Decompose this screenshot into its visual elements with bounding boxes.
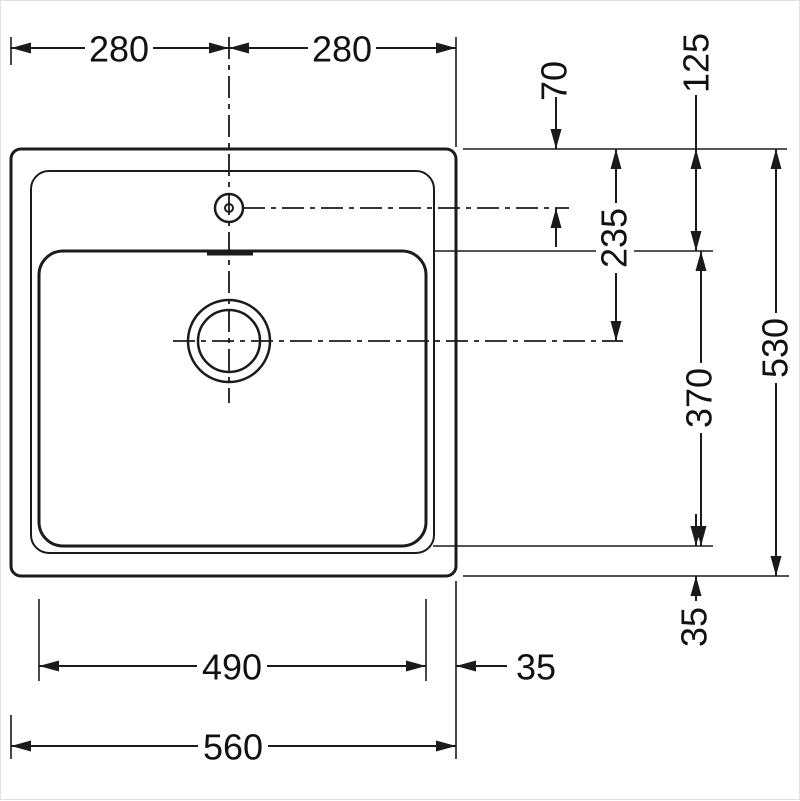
arrow-280r-left: [229, 42, 249, 54]
sink-body: [9, 147, 458, 578]
label-backgrounds: [85, 29, 795, 767]
arrow-530-bottom: [770, 556, 782, 576]
arrow-235-bottom: [610, 321, 622, 341]
dim-label-70: 70: [534, 61, 575, 101]
dim-label-560: 560: [203, 727, 263, 768]
arrow-35v-top: [690, 526, 702, 546]
dim-label-35-bottom: 35: [674, 607, 715, 647]
dim-label-35-right: 35: [516, 647, 556, 688]
arrow-530-top: [770, 149, 782, 169]
arrow-125-bottom: [690, 231, 702, 251]
dim-label-490: 490: [202, 647, 262, 688]
arrow-70-bottom: [550, 208, 562, 228]
sink-bowl-edge: [37, 249, 428, 548]
dim-label-125: 125: [676, 33, 717, 93]
dim-label-280-left: 280: [89, 29, 149, 70]
arrow-560-right: [436, 740, 456, 752]
bg-280-right: [308, 29, 376, 69]
arrow-560-left: [11, 740, 31, 752]
dim-label-530: 530: [755, 318, 796, 378]
extension-lines: [10, 37, 789, 759]
arrow-280l-right: [209, 42, 229, 54]
dim-label-280-right: 280: [312, 29, 372, 70]
dimension-labels: 280 280 70 125 235 370 530 35 490 35 560: [89, 29, 796, 768]
arrow-35v-bottom: [690, 576, 702, 596]
arrow-490-right: [406, 660, 426, 672]
sink-rim-edge: [30, 170, 435, 554]
centerlines: [173, 37, 623, 403]
arrowheads: [11, 42, 782, 752]
arrow-70-top: [550, 129, 562, 149]
sink-outer-edge: [9, 147, 458, 578]
arrow-370-top: [695, 251, 707, 271]
arrow-35h: [456, 660, 476, 672]
bg-235: [596, 203, 634, 273]
bg-370: [681, 363, 719, 433]
bg-560: [198, 727, 268, 767]
dim-label-370: 370: [679, 368, 720, 428]
dim-label-235: 235: [594, 208, 635, 268]
arrow-280l-left: [11, 42, 31, 54]
bg-530: [757, 313, 795, 383]
arrow-280r-right: [436, 42, 456, 54]
dimension-lines: [11, 47, 777, 747]
bg-280-left: [85, 29, 153, 69]
arrow-125-top: [690, 149, 702, 169]
arrow-490-left: [39, 660, 59, 672]
bg-490: [197, 647, 267, 687]
arrow-235-top: [610, 149, 622, 169]
